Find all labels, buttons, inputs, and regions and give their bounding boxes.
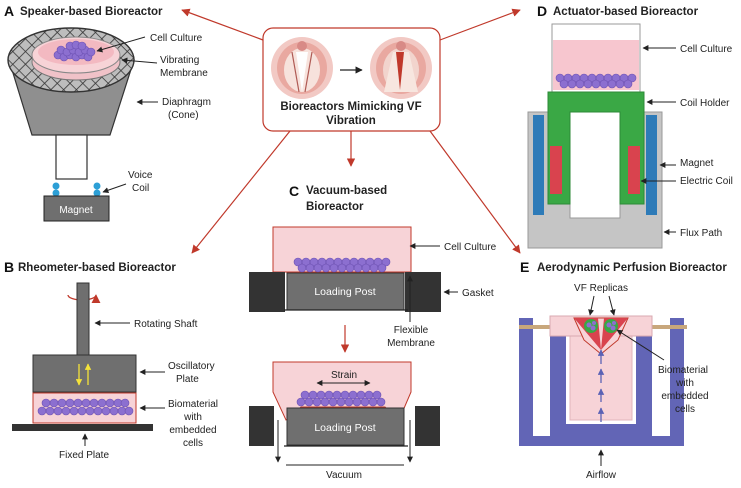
panel-a-cell-culture-label: Cell Culture [150,33,203,44]
panel-e-letter: E [520,259,529,275]
cells-d [555,73,637,89]
panel-e-biomaterial-label-4: cells [675,404,695,415]
electric-coil-left [550,146,562,194]
panel-a: A Speaker-based Bioreactor Magnet [4,3,211,222]
panel-b-biomaterial-label-2: with [183,412,202,423]
panel-e-vf-replicas-label: VF Replicas [574,283,628,294]
panel-d: D Actuator-based Bioreactor Cell Culture… [527,3,733,249]
oscillatory-plate [32,354,137,393]
panel-c-strain-label: Strain [331,370,357,381]
panel-b-letter: B [4,259,14,275]
cell-culture-cells [53,40,96,62]
panel-b-title: Rheometer-based Bioreactor [18,262,176,274]
panel-b-biomaterial-label-3: embedded [169,425,216,436]
panel-c: C Vacuum-based Bioreactor Loading Post C… [249,183,497,481]
panel-c-letter: C [289,183,299,199]
panel-b-oscillatory-label-2: Plate [176,374,199,385]
panel-e: E Aerodynamic Perfusion Bioreactor VF Re… [519,259,727,481]
panel-a-letter: A [4,3,14,19]
outer-wall-right [670,318,684,446]
panel-a-title: Speaker-based Bioreactor [20,6,163,18]
outer-base [519,436,684,446]
outer-wall-left [519,318,533,446]
panel-a-vibrating-label-1: Vibrating [160,55,199,66]
panel-d-title: Actuator-based Bioreactor [553,6,699,18]
gasket-left-top [249,272,285,312]
panel-d-coil-holder-label: Coil Holder [680,98,730,109]
panel-a-voice-label-2: Coil [132,183,149,194]
panel-a-magnet-label: Magnet [59,205,93,216]
connector-arrows [181,8,521,254]
fixed-plate [12,424,153,431]
center-title-line2: Vibration [326,115,376,127]
gasket-left-bottom [249,406,274,446]
panel-a-vibrating-label-2: Membrane [160,68,208,79]
vocal-fold-closed-image [370,37,432,99]
panel-a-diaphragm-label-1: Diaphragm [162,97,211,108]
electric-coil-right [628,146,640,194]
arrow-to-panel-b [191,130,291,254]
arrow-to-panel-e [429,130,521,254]
cells-top [293,257,391,273]
panel-d-cell-culture-label: Cell Culture [680,44,733,55]
panel-c-title-line1: Vacuum-based [306,185,387,197]
panel-c-vacuum-label: Vacuum [326,470,362,481]
gasket-right-bottom [415,406,440,446]
magnet-left [533,115,544,215]
panel-d-flux-path-label: Flux Path [680,228,722,239]
panel-a-voice-label-1: Voice [128,170,153,181]
panel-a-diaphragm-label-2: (Cone) [168,110,199,121]
coil-holder [547,91,645,205]
panel-b-shaft-label: Rotating Shaft [134,319,198,330]
panel-c-loading-post-label: Loading Post [314,286,375,298]
panel-e-biomaterial-label-2: with [675,378,694,389]
vocal-fold-open-image [271,37,333,99]
magnet-block: Magnet [43,195,110,222]
center-title-line1: Bioreactors Mimicking VF [280,101,421,113]
panel-c-cell-culture-label: Cell Culture [444,242,497,253]
panel-b-biomaterial-label-1: Biomaterial [168,399,218,410]
panel-e-title: Aerodynamic Perfusion Bioreactor [537,262,727,274]
magnet-right [646,115,657,215]
petri-dish [31,36,121,81]
embedded-cells [37,398,134,416]
center-box: Bioreactors Mimicking VF Vibration [262,27,441,132]
panel-b-oscillatory-label-1: Oscillatory [168,361,215,372]
panel-b: B Rheometer-based Bioreactor Rotating Sh… [4,259,218,461]
panel-b-biomaterial-label-4: cells [183,438,203,449]
panel-e-biomaterial-label-1: Biomaterial [658,365,708,376]
panel-e-airflow-label: Airflow [586,470,617,481]
panel-d-letter: D [537,3,547,19]
panel-e-biomaterial-label-3: embedded [661,391,708,402]
panel-c-gasket-label: Gasket [462,288,494,299]
panel-c-loading-post-label-2: Loading Post [314,422,375,434]
loading-post-bottom [286,407,405,446]
panel-b-fixed-plate-label: Fixed Plate [59,450,109,461]
panel-d-magnet-label: Magnet [680,158,714,169]
cells-bottom [296,390,386,407]
rotating-shaft [76,282,90,357]
arrow-to-panel-d [439,8,521,41]
panel-c-flexible-label-2: Membrane [387,338,435,349]
vf-replica-cells [584,319,618,333]
panel-d-electric-coil-label: Electric Coil [680,176,733,187]
arrow-to-panel-a [181,8,264,41]
panel-c-flexible-label-1: Flexible [394,325,429,336]
panel-c-title-line2: Bioreactor [306,201,364,213]
